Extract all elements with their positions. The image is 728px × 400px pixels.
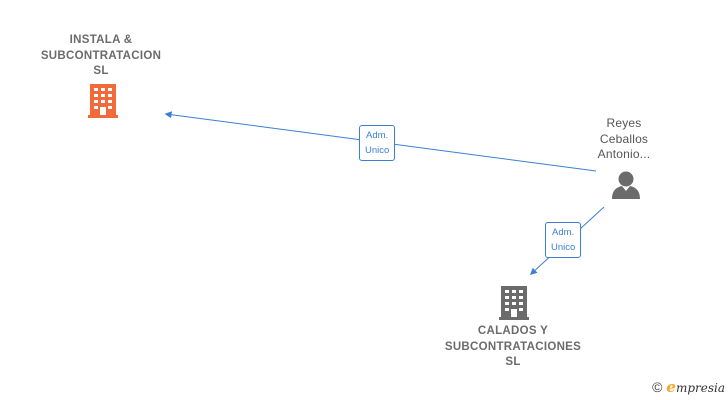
label-line: CALADOS Y (477, 325, 549, 337)
copyright-icon: © (652, 379, 663, 395)
edge-label-line: Adm. (552, 227, 575, 238)
edge-reyes-to-instala (164, 111, 597, 172)
label-line: SL (93, 65, 109, 77)
building-icon[interactable] (88, 84, 118, 118)
company-label-instala[interactable]: INSTALA & SUBCONTRATACION SL (20, 33, 182, 80)
edge-label-line: Adm. (366, 130, 389, 141)
label-line: Ceballos (599, 131, 649, 146)
edge-label-line: Unico (551, 242, 576, 253)
label-line: SL (505, 356, 521, 368)
edge-label-line: Unico (365, 145, 390, 156)
brand-e-glyph: e (666, 378, 676, 396)
building-icon[interactable] (499, 286, 529, 320)
edge-label-role: Adm. Unico (359, 125, 396, 161)
brand-logo: © empresia (652, 378, 725, 396)
person-icon[interactable] (612, 171, 640, 200)
label-line: SUBCONTRATACIONES (444, 340, 582, 353)
brand-rest: mpresia (675, 381, 725, 395)
edge-label-role: Adm. Unico (545, 222, 582, 258)
company-label-calados[interactable]: CALADOS Y SUBCONTRATACIONES SL (432, 324, 594, 371)
label-line: INSTALA & (69, 34, 133, 46)
person-label-reyes[interactable]: Reyes Ceballos Antonio... (580, 116, 668, 163)
label-line: Reyes (606, 116, 642, 130)
brand-wordmark: empresia (666, 378, 725, 396)
label-line: SUBCONTRATACION (40, 49, 162, 62)
label-line: Antonio... (597, 147, 651, 161)
